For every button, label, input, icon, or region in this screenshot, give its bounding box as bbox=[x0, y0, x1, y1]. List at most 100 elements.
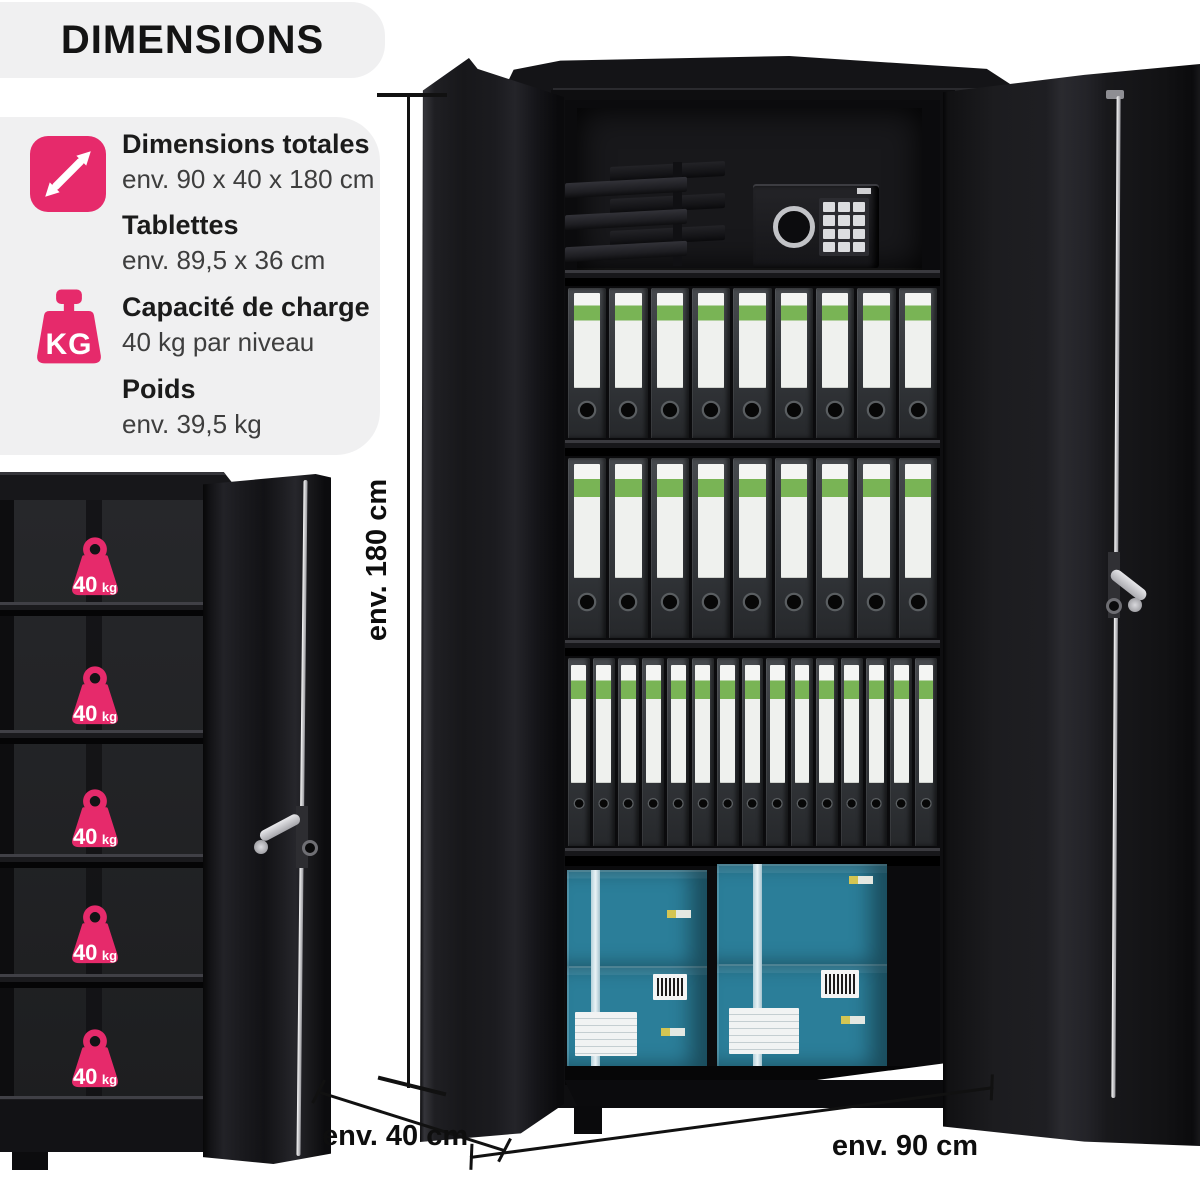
binder bbox=[592, 658, 615, 846]
badge-unit: kg bbox=[101, 832, 118, 847]
width-tick-start bbox=[469, 1143, 474, 1170]
binder bbox=[840, 658, 863, 846]
spec-title: Dimensions totales bbox=[122, 129, 370, 159]
safe-dial bbox=[773, 206, 815, 248]
binder bbox=[898, 458, 937, 638]
box-print bbox=[849, 876, 873, 884]
badge-unit: kg bbox=[101, 580, 118, 595]
rod-bracket bbox=[1106, 90, 1124, 99]
binder bbox=[857, 288, 896, 438]
binder bbox=[774, 458, 813, 638]
spec-row-shelves: Tablettes env. 89,5 x 36 cm bbox=[122, 210, 382, 276]
height-dimension-line bbox=[407, 95, 410, 1088]
keypad-button bbox=[838, 241, 850, 252]
keypad-button bbox=[823, 215, 835, 226]
kg-weight-icon: KG bbox=[24, 286, 114, 372]
badge-value: 40 bbox=[72, 940, 98, 965]
binder bbox=[766, 658, 789, 846]
badge-value: 40 bbox=[72, 701, 98, 726]
barcode bbox=[821, 970, 859, 998]
binder bbox=[617, 658, 640, 846]
box-strap bbox=[591, 870, 600, 966]
binder bbox=[890, 658, 913, 846]
paper-box bbox=[717, 964, 887, 1066]
cabinet-base bbox=[0, 1100, 210, 1152]
badge-label: 40 kg bbox=[60, 701, 130, 727]
paper-box bbox=[567, 966, 707, 1066]
binder bbox=[733, 288, 772, 438]
box-print bbox=[667, 910, 691, 918]
binder bbox=[691, 288, 731, 438]
keypad-button bbox=[838, 215, 850, 226]
binder bbox=[815, 658, 838, 846]
binder bbox=[568, 658, 590, 846]
electronic-safe bbox=[753, 184, 879, 268]
badge-label: 40 kg bbox=[60, 940, 130, 966]
spec-row-weight: Poids env. 39,5 kg bbox=[122, 374, 382, 440]
binder bbox=[642, 658, 665, 846]
shelf bbox=[565, 270, 940, 286]
shelf bbox=[565, 440, 940, 456]
binder-shelf-row bbox=[568, 658, 937, 846]
binder bbox=[915, 658, 937, 846]
height-dimension-top-tick bbox=[377, 93, 447, 97]
binder bbox=[815, 288, 855, 438]
binder bbox=[791, 658, 813, 846]
spec-value: 40 kg par niveau bbox=[122, 326, 315, 357]
safe-keypad bbox=[819, 198, 869, 256]
keypad-button bbox=[838, 202, 850, 213]
binder bbox=[865, 658, 888, 846]
keypad-button bbox=[823, 228, 835, 239]
spec-value: env. 39,5 kg bbox=[122, 408, 262, 439]
binder bbox=[741, 658, 764, 846]
width-dimension-label: env. 90 cm bbox=[831, 1130, 979, 1162]
binder bbox=[691, 458, 731, 638]
binder bbox=[857, 458, 896, 638]
spec-value: env. 90 x 40 x 180 cm bbox=[122, 163, 375, 194]
badge-label: 40 kg bbox=[60, 824, 130, 850]
badge-unit: kg bbox=[101, 1072, 118, 1087]
page-title: DIMENSIONS bbox=[60, 18, 325, 62]
box-strap bbox=[753, 864, 762, 964]
cabinet-foot bbox=[574, 1106, 602, 1134]
binder bbox=[650, 288, 689, 438]
weight-badge-icon: 40 kg bbox=[60, 788, 130, 858]
barcode bbox=[653, 974, 687, 1000]
cabinet-interior bbox=[565, 100, 940, 1085]
weight-badge-icon: 40 kg bbox=[60, 904, 130, 974]
binder bbox=[716, 658, 739, 846]
binder bbox=[568, 458, 607, 638]
shelf bbox=[0, 730, 210, 744]
badge-unit: kg bbox=[101, 948, 118, 963]
interior-left-edge bbox=[0, 500, 14, 1110]
shelf bbox=[565, 848, 940, 866]
badge-unit: kg bbox=[101, 709, 118, 724]
binder bbox=[733, 458, 772, 638]
badge-label: 40 kg bbox=[60, 572, 130, 598]
door-keyhole bbox=[1106, 598, 1122, 614]
spec-title: Capacité de charge bbox=[122, 292, 370, 322]
keypad-button bbox=[838, 228, 850, 239]
spec-row-load-capacity: Capacité de charge 40 kg par niveau bbox=[122, 292, 382, 358]
spec-value: env. 89,5 x 36 cm bbox=[122, 244, 326, 275]
badge-value: 40 bbox=[72, 1064, 98, 1089]
left-door-open bbox=[420, 58, 564, 1142]
dimensions-title-card: DIMENSIONS bbox=[0, 2, 385, 78]
shelf bbox=[0, 974, 210, 988]
door-keyhole bbox=[302, 840, 318, 856]
keypad-button bbox=[853, 215, 865, 226]
badge-label: 40 kg bbox=[60, 1064, 130, 1090]
safe-logo bbox=[857, 188, 871, 194]
box-label bbox=[729, 1008, 799, 1054]
binder-shelf-row bbox=[568, 458, 937, 638]
cabinet-top bbox=[0, 472, 238, 502]
binder bbox=[691, 658, 714, 846]
right-door-open bbox=[943, 64, 1200, 1146]
shelf bbox=[0, 602, 210, 616]
binder bbox=[568, 288, 607, 438]
box-label bbox=[575, 1012, 637, 1056]
paper-box bbox=[567, 870, 707, 966]
door-handle-knob bbox=[254, 840, 268, 854]
cabinet-door-open bbox=[203, 474, 331, 1164]
